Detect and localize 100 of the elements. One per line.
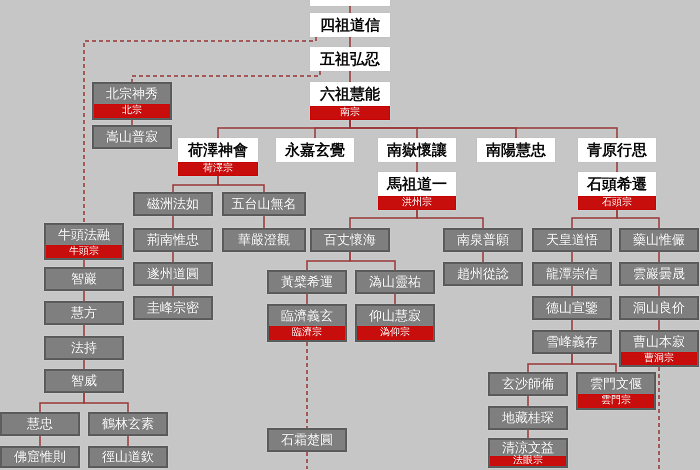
monk-name: 洞山良价 bbox=[632, 300, 686, 318]
school-band: 法眼宗 bbox=[490, 456, 566, 466]
connector-line bbox=[571, 354, 617, 372]
monk-name: 石霜楚圓 bbox=[280, 432, 334, 450]
connector-line bbox=[571, 320, 573, 330]
monk-name: 荊南惟忠 bbox=[146, 232, 200, 250]
connector-line bbox=[658, 286, 660, 296]
monk-name: 北宗神秀 bbox=[105, 86, 159, 104]
monk-name: 黃檗希運 bbox=[280, 274, 334, 292]
monk-name: 牛頭法融 bbox=[57, 226, 111, 244]
lineage-box bbox=[488, 406, 568, 430]
lineage-box bbox=[477, 138, 555, 162]
connector-line bbox=[39, 436, 41, 446]
monk-name: 石頭希遷 bbox=[586, 174, 648, 194]
school-band: 南宗 bbox=[310, 106, 390, 120]
lineage-box bbox=[0, 446, 80, 468]
lineage-box bbox=[532, 228, 612, 252]
dashed-connector-line bbox=[131, 71, 321, 82]
connector-line bbox=[616, 162, 618, 172]
school-band: 洪州宗 bbox=[378, 196, 456, 210]
monk-name: 智威 bbox=[70, 372, 98, 390]
lineage-box bbox=[310, 82, 390, 120]
connector-line bbox=[571, 252, 573, 262]
lineage-box bbox=[44, 301, 124, 325]
monk-name: 青原行思 bbox=[586, 140, 648, 160]
connector-line bbox=[131, 120, 133, 125]
connector-line bbox=[172, 252, 174, 262]
lineage-box bbox=[619, 330, 699, 367]
monk-name: 臨濟義玄 bbox=[280, 308, 334, 326]
lineage-box bbox=[310, 13, 390, 37]
lineage-box bbox=[355, 270, 435, 294]
lineage-box bbox=[92, 125, 172, 149]
monk-name: 天皇道悟 bbox=[545, 232, 599, 250]
lineage-box bbox=[44, 267, 124, 291]
dashed-connector-line bbox=[306, 452, 308, 469]
monk-name: 華嚴澄觀 bbox=[237, 232, 291, 250]
lineage-box bbox=[576, 372, 656, 410]
monk-name: 玄沙師備 bbox=[501, 376, 555, 394]
monk-name: 馬祖道一 bbox=[386, 174, 448, 194]
lineage-box bbox=[310, 47, 390, 71]
monk-name: 五祖弘忍 bbox=[319, 48, 381, 70]
lineage-box bbox=[488, 438, 568, 468]
connector-line bbox=[616, 210, 660, 228]
monk-name: 嵩山普寂 bbox=[105, 128, 159, 146]
lineage-box bbox=[133, 296, 213, 320]
dashed-connector-line bbox=[83, 36, 317, 223]
school-band: 北宗 bbox=[94, 104, 170, 118]
connector-line bbox=[349, 6, 351, 13]
monk-name: 法持 bbox=[70, 340, 98, 358]
monk-name: 荷澤神會 bbox=[187, 140, 249, 160]
connector-line bbox=[349, 71, 351, 82]
lineage-box bbox=[222, 228, 306, 252]
lineage-box bbox=[276, 138, 354, 162]
lineage-box bbox=[619, 262, 699, 286]
monk-name: 溈山靈祐 bbox=[368, 274, 422, 292]
lineage-box bbox=[88, 446, 168, 468]
monk-name: 徑山道欽 bbox=[101, 448, 155, 466]
monk-name: 藥山惟儼 bbox=[632, 232, 686, 250]
monk-name: 南泉普願 bbox=[456, 232, 510, 250]
monk-name: 清涼文益 bbox=[501, 440, 555, 456]
lineage-box bbox=[88, 412, 168, 436]
connector-line bbox=[571, 286, 573, 296]
lineage-box bbox=[44, 223, 124, 260]
lineage-box bbox=[44, 336, 124, 360]
school-band: 臨濟宗 bbox=[269, 326, 345, 340]
monk-name: 永嘉玄覺 bbox=[284, 140, 346, 160]
school-band: 雲門宗 bbox=[578, 394, 654, 408]
lineage-box bbox=[532, 262, 612, 286]
lineage-box bbox=[378, 172, 456, 210]
lineage-box bbox=[133, 228, 213, 252]
lineage-box bbox=[619, 296, 699, 320]
lineage-box bbox=[133, 192, 213, 216]
monk-name: 圭峰宗密 bbox=[146, 300, 200, 318]
connector-line bbox=[83, 360, 85, 369]
monk-name: 南陽慧忠 bbox=[485, 140, 547, 160]
monk-name: 佛窟惟則 bbox=[13, 448, 67, 466]
monk-name: 百丈懷海 bbox=[323, 232, 377, 250]
connector-line bbox=[527, 430, 529, 438]
connector-line bbox=[306, 294, 308, 304]
monk-name: 智巖 bbox=[70, 270, 98, 288]
school-band: 石頭宗 bbox=[578, 196, 656, 210]
monk-name: 磁洲法如 bbox=[146, 196, 200, 214]
lineage-box bbox=[578, 172, 656, 210]
monk-name: 慧方 bbox=[70, 304, 98, 322]
connector-line bbox=[349, 37, 351, 47]
connector-line bbox=[172, 216, 174, 228]
lineage-box bbox=[0, 412, 80, 436]
connector-line bbox=[83, 393, 129, 412]
connector-line bbox=[482, 252, 484, 262]
connector-line bbox=[416, 210, 484, 228]
monk-name: 鶴林玄素 bbox=[101, 416, 155, 434]
monk-name: 雲門文偃 bbox=[589, 376, 643, 394]
lineage-box bbox=[310, 228, 390, 252]
lineage-box bbox=[44, 369, 124, 393]
lineage-box bbox=[222, 192, 306, 216]
lineage-box bbox=[92, 82, 172, 120]
lineage-box bbox=[488, 372, 568, 396]
connector-line bbox=[83, 260, 85, 267]
monk-name: 趙州從諗 bbox=[456, 266, 510, 284]
connector-line bbox=[658, 320, 660, 330]
